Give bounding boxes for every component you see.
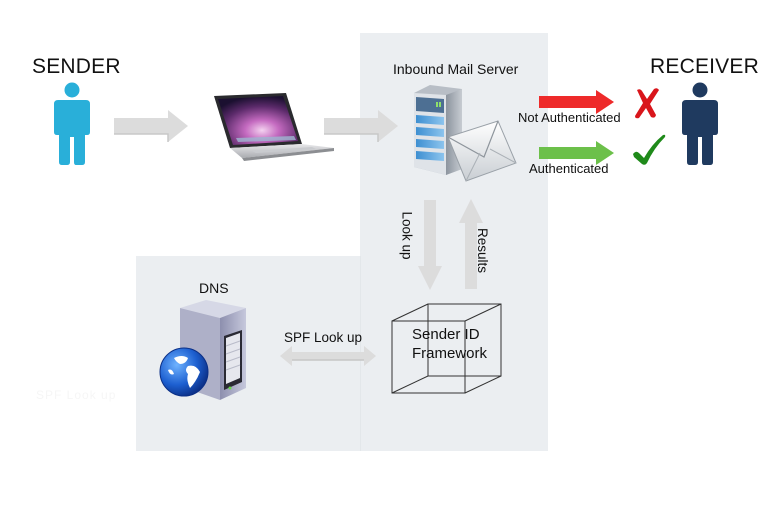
not-authenticated-label: Not Authenticated [518,110,621,125]
authenticated-label: Authenticated [529,161,609,176]
inbound-mail-server-label: Inbound Mail Server [393,61,519,77]
arrow-laptop-to-server [322,108,400,144]
receiver-person-icon [680,82,720,166]
look-up-label: Look up [399,211,415,260]
dns-label: DNS [199,280,229,296]
dns-ghost-label: SPF Look up [36,388,117,402]
sender-id-framework-label-line1: Sender ID [412,326,480,343]
look-up-arrow [418,200,442,292]
sender-label: SENDER [32,55,121,78]
results-arrow [459,199,483,291]
laptop-icon [212,92,336,162]
arrow-sender-to-laptop [112,108,190,144]
not-authenticated-arrow [538,90,616,114]
sender-id-framework-label-line2: Framework [412,345,488,362]
authenticated-arrow [538,141,616,165]
spf-look-up-label: SPF Look up [284,330,363,345]
results-label: Results [475,227,491,274]
dns-server-globe-icon [159,300,260,404]
green-check-icon [632,134,666,166]
sender-person-icon [52,82,92,166]
spf-look-up-arrow [280,346,376,366]
mail-server-icon [410,83,520,183]
wireframe-cube-icon [390,303,502,395]
receiver-label: RECEIVER [650,55,759,78]
red-x-icon [634,86,660,120]
